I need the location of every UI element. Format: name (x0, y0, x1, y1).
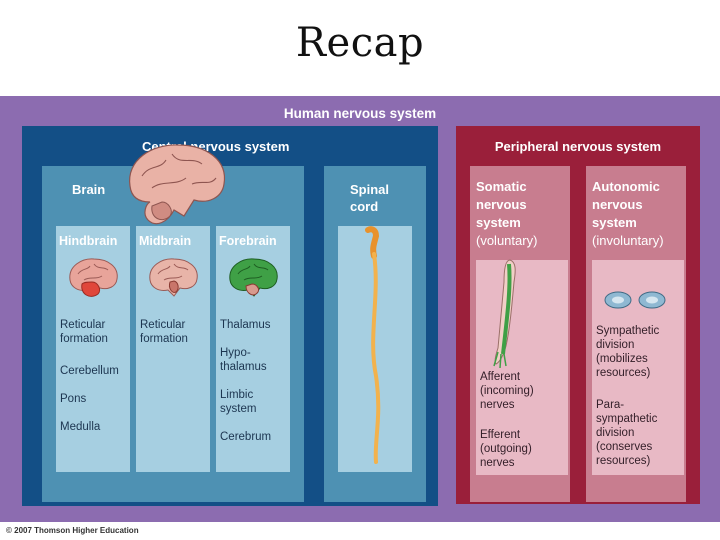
brain-label: Brain (72, 182, 105, 197)
midbrain-column: Midbrain Reticular formation (136, 226, 210, 472)
brain-illustration (122, 140, 232, 232)
midbrain-label: Midbrain (139, 234, 191, 248)
spinal-cord-icon (338, 226, 412, 472)
autonomic-item: Sympathetic division (mobilizes resource… (596, 324, 659, 380)
human-nervous-system-panel: Human nervous system Central nervous sys… (0, 96, 720, 522)
autonomic-column: Sympathetic division (mobilizes resource… (592, 260, 684, 475)
somatic-item: Efferent (outgoing) nerves (480, 428, 532, 470)
slide-title: Recap (0, 20, 720, 66)
peripheral-nervous-system-panel: Peripheral nervous system Somatic nervou… (456, 126, 700, 504)
somatic-column: Afferent (incoming) nerves Efferent (out… (476, 260, 568, 475)
forebrain-item: Hypo- thalamus (220, 346, 267, 374)
somatic-item: Afferent (incoming) nerves (480, 370, 534, 412)
autonomic-item: Para- sympathetic division (conserves re… (596, 398, 657, 468)
hindbrain-item: Pons (60, 392, 86, 406)
copyright-text: © 2007 Thomson Higher Education (6, 526, 139, 535)
forebrain-label: Forebrain (219, 234, 277, 248)
spinal-cord-column (338, 226, 412, 472)
hindbrain-label: Hindbrain (59, 234, 117, 248)
autonomic-label: Autonomic nervous system (involuntary) (592, 178, 664, 250)
peripheral-nervous-system-label: Peripheral nervous system (456, 139, 700, 154)
somatic-label: Somatic nervous system (voluntary) (476, 178, 537, 250)
forebrain-item: Cerebrum (220, 430, 271, 444)
somatic-panel: Somatic nervous system (voluntary) Affer… (470, 166, 570, 502)
forebrain-column: Forebrain Thalamus Hypo- thalamus Limbic… (216, 226, 290, 472)
human-nervous-system-label: Human nervous system (0, 106, 720, 121)
hindbrain-brain-icon (64, 254, 122, 304)
hindbrain-item: Cerebellum (60, 364, 119, 378)
somatic-paren: (voluntary) (476, 233, 537, 248)
organ-icons (602, 288, 672, 312)
midbrain-brain-icon (144, 254, 202, 304)
forebrain-item: Thalamus (220, 318, 271, 332)
hindbrain-column: Hindbrain Reticular formation Cerebellum… (56, 226, 130, 472)
forebrain-item: Limbic system (220, 388, 256, 416)
spinal-cord-panel: Spinal cord (324, 166, 426, 502)
autonomic-panel: Autonomic nervous system (involuntary) S… (586, 166, 686, 502)
hindbrain-item: Medulla (60, 420, 100, 434)
arm-nerve-icon (492, 258, 522, 368)
somatic-title: Somatic nervous system (476, 179, 527, 230)
central-nervous-system-panel: Central nervous system Brain Hindbrain R… (22, 126, 438, 506)
autonomic-paren: (involuntary) (592, 233, 664, 248)
midbrain-item: Reticular formation (140, 318, 188, 346)
forebrain-brain-icon (224, 254, 282, 304)
hindbrain-item: Reticular formation (60, 318, 108, 346)
brain-panel: Brain Hindbrain Reticular formation Cere… (42, 166, 304, 502)
spinal-cord-label: Spinal cord (350, 181, 389, 215)
autonomic-title: Autonomic nervous system (592, 179, 660, 230)
